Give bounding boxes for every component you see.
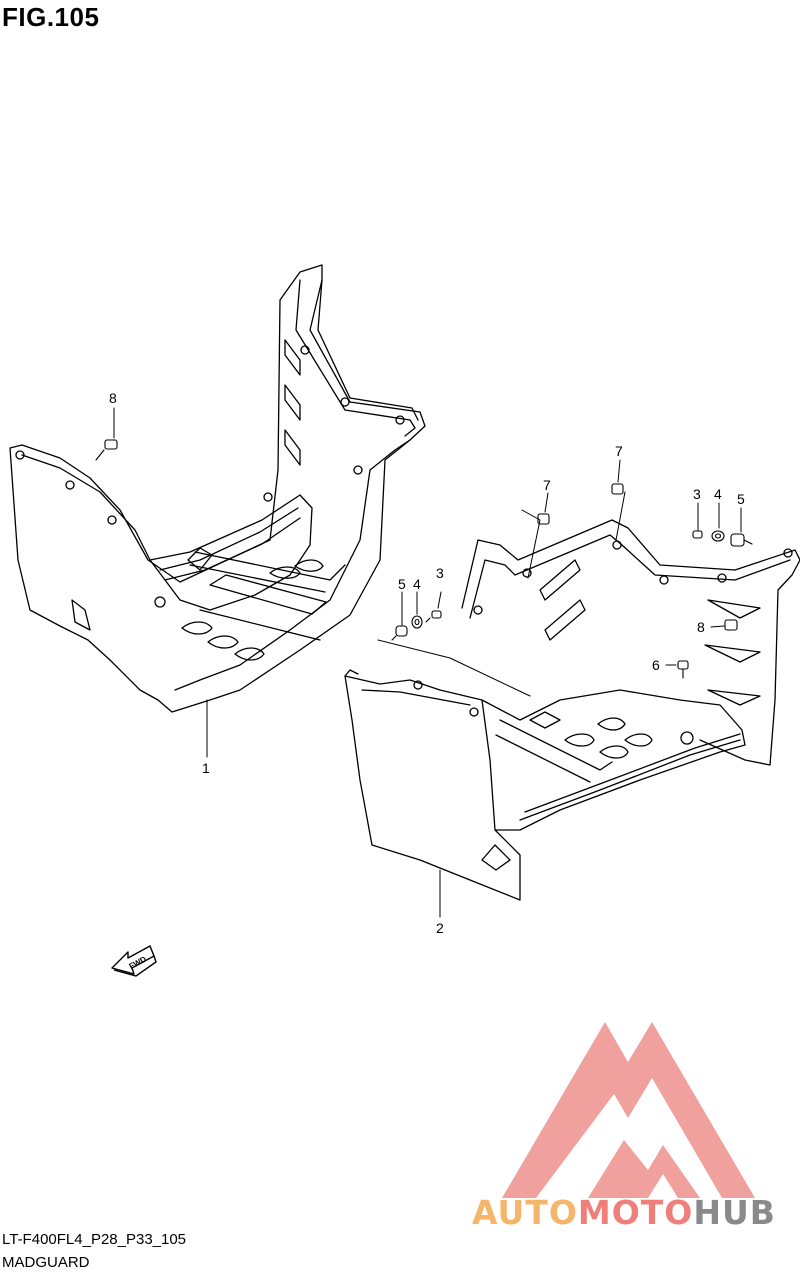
logo-word-moto: MOTO bbox=[577, 1193, 694, 1232]
bolt-8-right bbox=[724, 619, 738, 631]
section-name: MADGUARD bbox=[2, 1254, 90, 1271]
callout-2: 2 bbox=[436, 920, 444, 936]
screw-3-right bbox=[692, 530, 703, 539]
callout-4-center: 4 bbox=[413, 576, 421, 592]
callout-7-left: 7 bbox=[543, 477, 551, 493]
callout-8-right: 8 bbox=[697, 619, 705, 635]
washer-4-right bbox=[711, 530, 725, 542]
callout-4-right: 4 bbox=[714, 486, 722, 502]
callout-5-center: 5 bbox=[398, 576, 406, 592]
callout-8-left: 8 bbox=[109, 390, 117, 406]
callout-1: 1 bbox=[202, 760, 210, 776]
fwd-arrow: FWD bbox=[111, 945, 157, 977]
callout-3-center: 3 bbox=[436, 565, 444, 581]
bolt-8-left bbox=[95, 439, 118, 461]
callout-6: 6 bbox=[652, 657, 660, 673]
logo-triangle bbox=[502, 1022, 755, 1198]
callout-7-right: 7 bbox=[615, 443, 623, 459]
callout-3-right: 3 bbox=[693, 486, 701, 502]
washer-4-center bbox=[411, 615, 423, 629]
bolt-6 bbox=[677, 660, 689, 679]
logo-word-auto: AUTO bbox=[472, 1193, 578, 1232]
bolt-7-left bbox=[537, 513, 550, 525]
leader-lines bbox=[113, 407, 742, 918]
logo-word-hub: HUB bbox=[693, 1193, 776, 1232]
bolt-7-right bbox=[611, 483, 624, 495]
part-2-right-madguard[interactable] bbox=[344, 491, 800, 901]
fasteners bbox=[95, 439, 753, 679]
callout-labels: 8 1 2 3 4 5 3 4 5 6 7 7 8 bbox=[109, 390, 745, 936]
nut-5-right bbox=[730, 533, 753, 547]
nut-5-center bbox=[391, 625, 408, 641]
figure-title: FIG.105 bbox=[2, 2, 100, 32]
logo-wordmark: AUTOMOTOHUB bbox=[472, 1193, 776, 1232]
screw-3-center bbox=[425, 610, 442, 623]
model-code: LT-F400FL4_P28_P33_105 bbox=[2, 1231, 187, 1248]
callout-5-right: 5 bbox=[737, 491, 745, 507]
part-1-left-madguard[interactable] bbox=[9, 264, 426, 713]
